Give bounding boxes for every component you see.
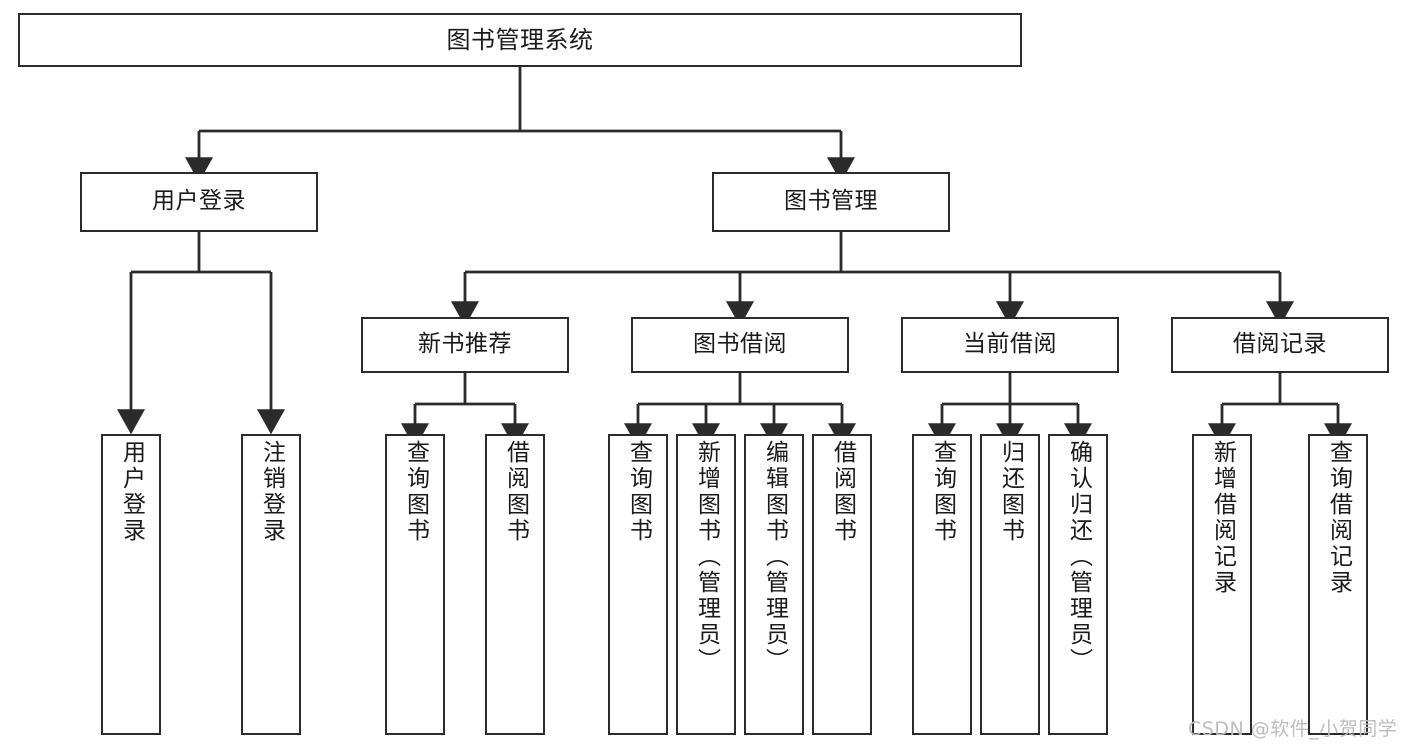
node-label: 用户登录 xyxy=(152,188,246,215)
leaf-user-login-login[interactable]: 用户登录 xyxy=(101,434,161,735)
node-label: 借阅记录 xyxy=(1233,331,1327,358)
node-label: 新增图书（管理员） xyxy=(693,440,720,674)
node-label: 确认归还（管理员） xyxy=(1065,440,1092,674)
node-label: 归还图书 xyxy=(997,440,1024,544)
leaf-current-borrow-query[interactable]: 查询图书 xyxy=(912,434,972,735)
node-label: 图书管理系统 xyxy=(446,25,594,54)
node-label: 图书管理 xyxy=(784,188,878,215)
node-book-borrow[interactable]: 图书借阅 xyxy=(631,317,849,373)
node-book-management[interactable]: 图书管理 xyxy=(712,172,950,232)
leaf-book-borrow-query[interactable]: 查询图书 xyxy=(608,434,668,735)
node-label: 注销登录 xyxy=(258,440,285,544)
node-new-book-recommend[interactable]: 新书推荐 xyxy=(361,317,569,373)
node-label: 查询图书 xyxy=(625,440,652,544)
leaf-user-login-logout[interactable]: 注销登录 xyxy=(241,434,301,735)
node-label: 图书借阅 xyxy=(693,331,787,358)
watermark: CSDN @软件_小贺同学 xyxy=(1188,718,1398,740)
leaf-new-book-borrow[interactable]: 借阅图书 xyxy=(485,434,545,735)
leaf-book-borrow-borrow[interactable]: 借阅图书 xyxy=(812,434,872,735)
leaf-current-borrow-return[interactable]: 归还图书 xyxy=(980,434,1040,735)
node-label: 查询借阅记录 xyxy=(1325,440,1352,596)
node-label: 当前借阅 xyxy=(963,331,1057,358)
node-label: 查询图书 xyxy=(929,440,956,544)
leaf-current-borrow-confirm-return[interactable]: 确认归还（管理员） xyxy=(1048,434,1108,735)
node-root-system[interactable]: 图书管理系统 xyxy=(18,13,1022,67)
node-label: 借阅图书 xyxy=(502,440,529,544)
leaf-borrow-record-query[interactable]: 查询借阅记录 xyxy=(1308,434,1368,735)
node-user-login[interactable]: 用户登录 xyxy=(80,172,318,232)
node-label: 新增借阅记录 xyxy=(1209,440,1236,596)
node-label: 新书推荐 xyxy=(418,331,512,358)
node-label: 借阅图书 xyxy=(829,440,856,544)
node-current-borrow[interactable]: 当前借阅 xyxy=(901,317,1119,373)
node-label: 用户登录 xyxy=(118,440,145,544)
leaf-book-borrow-add[interactable]: 新增图书（管理员） xyxy=(676,434,736,735)
leaf-new-book-query[interactable]: 查询图书 xyxy=(385,434,445,735)
node-label: 编辑图书（管理员） xyxy=(761,440,788,674)
node-borrow-record[interactable]: 借阅记录 xyxy=(1171,317,1389,373)
node-label: 查询图书 xyxy=(402,440,429,544)
leaf-borrow-record-add[interactable]: 新增借阅记录 xyxy=(1192,434,1252,735)
leaf-book-borrow-edit[interactable]: 编辑图书（管理员） xyxy=(744,434,804,735)
